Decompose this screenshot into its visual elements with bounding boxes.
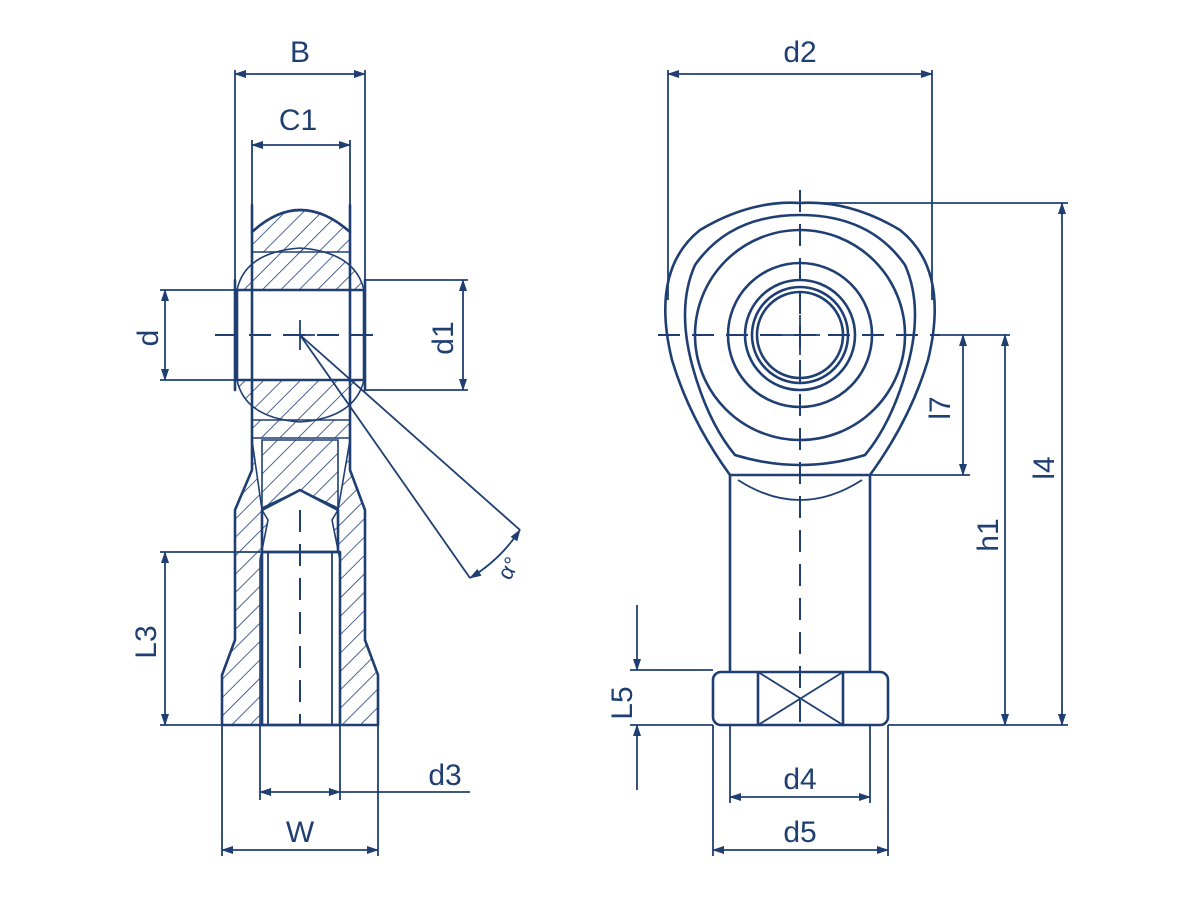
ball-bottom: [236, 379, 366, 423]
outer-ring-top: [251, 209, 351, 253]
ball-top: [236, 247, 366, 291]
section-view: [215, 203, 521, 727]
label-d3: d3: [428, 759, 461, 792]
label-d: d: [132, 330, 165, 347]
label-l7: l7: [924, 396, 957, 419]
label-d5: d5: [783, 816, 816, 849]
label-W: W: [286, 816, 315, 849]
thread-bore: [260, 488, 340, 554]
section-dimensions: [160, 70, 470, 856]
label-d4: d4: [783, 763, 816, 796]
label-l4: l4: [1028, 456, 1061, 479]
neck: [261, 439, 339, 510]
dimension-labels: B C1 d d1 α° L3 d3 W d2 l7 h1 l4 L5 d4 d…: [130, 36, 1061, 849]
label-B: B: [290, 36, 310, 69]
label-d1: d1: [427, 321, 460, 354]
label-d2: d2: [783, 36, 816, 69]
label-L5: L5: [606, 686, 639, 719]
alpha-arc: [469, 529, 521, 579]
shank: [728, 473, 872, 672]
label-L3: L3: [130, 625, 163, 658]
label-h1: h1: [972, 518, 1005, 551]
front-view: [658, 190, 940, 727]
label-C1: C1: [279, 104, 317, 137]
front-dimensions: [630, 70, 1068, 856]
